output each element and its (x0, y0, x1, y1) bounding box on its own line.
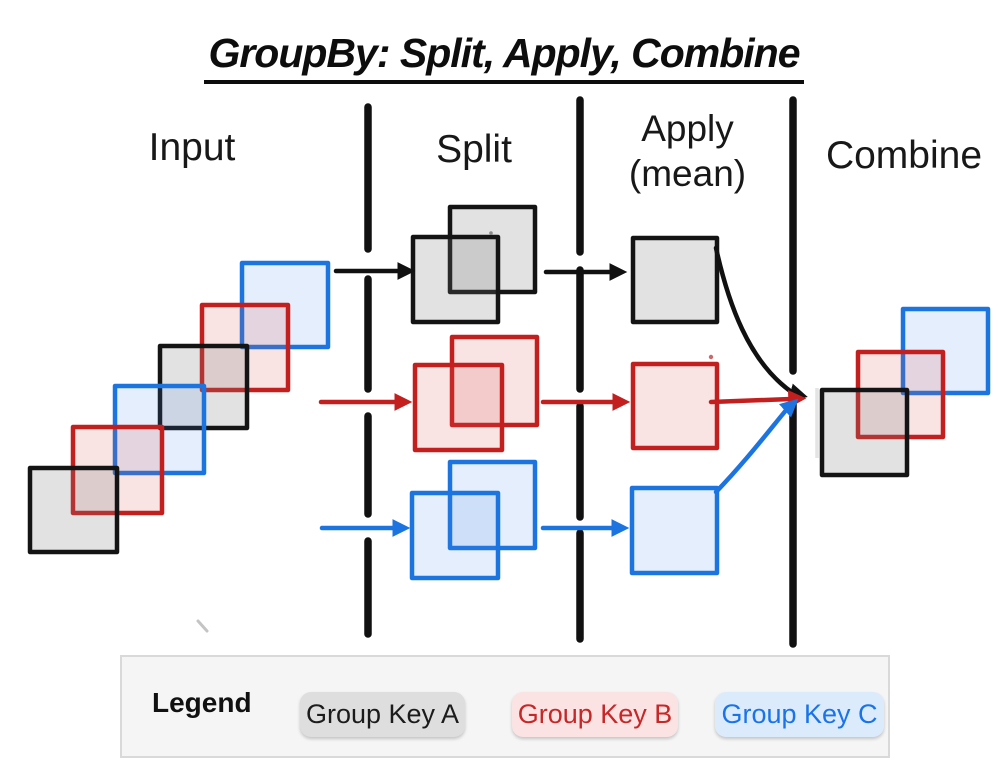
legend-chip-group-key-a: Group Key A (300, 692, 465, 737)
split-group-c-back (447, 459, 538, 551)
diagram-title-text: GroupBy: Split, Apply, Combine (204, 30, 804, 84)
stage-label-apply-line2: (mean) (628, 153, 747, 195)
legend-chip-group-key-b: Group Key B (512, 692, 678, 737)
apply-square-b (630, 361, 720, 451)
stray-dot-split (489, 231, 493, 235)
stray-dot-apply (708, 354, 714, 360)
apply-square-c (629, 485, 720, 576)
apply-square-a (630, 235, 720, 325)
split-group-a-back (447, 204, 538, 295)
stage-label-combine: Combine (825, 134, 983, 177)
input-square-a-bottom (27, 465, 120, 555)
split-group-b-back (449, 334, 540, 428)
arrow-apply-c-to-combine (713, 398, 799, 495)
arrow-apply-a-to-combine (713, 245, 808, 401)
split-group-a-front (410, 234, 501, 325)
diagram-title: GroupBy: Split, Apply, Combine (0, 30, 1008, 84)
stage-label-input: Input (148, 126, 236, 169)
stray-mark-bottom-left (196, 619, 209, 633)
combine-square-b (855, 349, 946, 440)
split-group-b-front (412, 362, 505, 453)
stage-label-split: Split (436, 128, 512, 171)
combine-square-a (819, 387, 910, 478)
stage-label-apply: Apply (mean) (600, 106, 775, 196)
stage-label-apply-line1: Apply (641, 108, 734, 149)
legend-title: Legend (152, 687, 252, 718)
split-group-c-front (409, 490, 501, 581)
arrow-apply-b-to-combine (708, 390, 807, 409)
input-square-c-bottom (112, 383, 207, 476)
legend-chip-group-key-c: Group Key C (715, 692, 884, 737)
legend-panel: Legend Group Key A Group Key B Group Key… (120, 655, 890, 758)
